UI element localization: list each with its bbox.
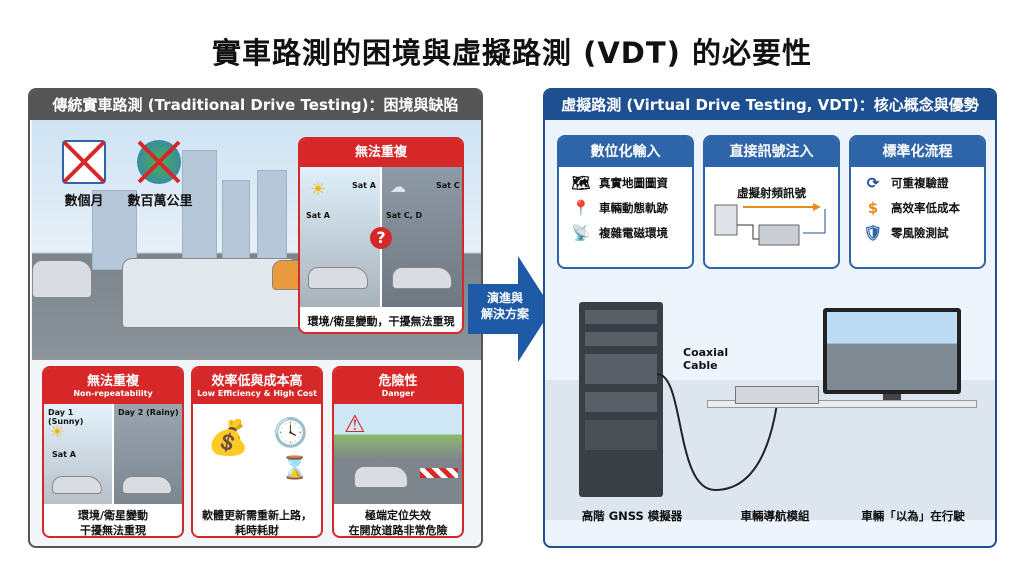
card-caption: 軟體更新需重新上路， (202, 509, 312, 522)
panel-header: 虛擬路測 (Virtual Drive Testing, VDT)：核心概念與優… (545, 90, 995, 120)
monitor (823, 308, 961, 394)
card-item: 高效率低成本 (891, 201, 960, 215)
clock-icon: 🕓 (273, 416, 308, 449)
arrow-label: 演進與 (486, 291, 523, 305)
warning-icon: ⚠ (344, 410, 366, 438)
sun-icon: ☀ (310, 179, 327, 200)
arrow-label: 解決方案 (480, 307, 529, 321)
card-subtitle: Danger (381, 389, 415, 398)
card-title: 標準化流程 (851, 137, 984, 167)
rf-signal-label: 虛擬射頻訊號 (737, 186, 806, 200)
card-caption: 耗時耗財 (235, 524, 279, 537)
sun-icon: ☀ (50, 422, 65, 441)
card-title: 無法重複 (86, 374, 139, 389)
callout-title: 無法重複 (300, 139, 462, 167)
card-subtitle: Low Efficiency & High Cost (197, 389, 317, 398)
day1-label: Day 1 (Sunny) (48, 408, 84, 426)
shield-check-icon: 🛡 (863, 224, 883, 242)
table (707, 400, 977, 408)
cable-label: Coaxial (683, 346, 729, 359)
cable-label: Cable (683, 359, 718, 372)
card-item: 零風險測試 (891, 226, 949, 240)
sat-label: Sat C, D (386, 211, 423, 220)
city-road-scene: 數個月 數百萬公里 無法重複 ☀ Sat A Sat A ☁ Sat C Sat… (32, 120, 481, 360)
signal-injection-diagram (714, 203, 826, 246)
card-digital-input: 數位化輸入 🗺 真實地圖圖資 📍 車輛動態軌跡 📡 複雜電磁環境 (557, 135, 694, 269)
vehicle-driving-label: 車輛「以為」在行駛 (861, 509, 965, 523)
virtual-testing-panel: 虛擬路測 (Virtual Drive Testing, VDT)：核心概念與優… (543, 88, 997, 548)
money-bags-icon: 💰 (207, 418, 250, 458)
hourglass-icon: ⌛ (281, 456, 309, 481)
card-subtitle: Non-repeatability (73, 389, 153, 398)
card-item: 真實地圖圖資 (599, 176, 668, 190)
sat-label: Sat A (306, 211, 330, 220)
antenna-tower-icon: 📡 (571, 224, 591, 242)
card-caption: 環境/衛星變動 (77, 509, 149, 522)
card-item: 車輛動態軌跡 (599, 201, 668, 215)
non-repeatable-callout: 無法重複 ☀ Sat A Sat A ☁ Sat C Sat C, D ? 環境… (298, 137, 464, 334)
sat-label: Sat A (52, 450, 76, 459)
map-icon: 🗺 (571, 174, 591, 192)
coin-hand-icon: $ (867, 199, 879, 217)
months-label: 數個月 (64, 194, 104, 209)
traditional-testing-panel: 傳統實車路測 (Traditional Drive Testing)：困境與缺陷… (28, 88, 483, 548)
navigation-module-label: 車輛導航模組 (740, 509, 810, 523)
card-title: 危險性 (378, 374, 418, 389)
panel-header: 傳統實車路測 (Traditional Drive Testing)：困境與缺陷 (30, 90, 481, 120)
page-title: 實車路測的困境與虛擬路測 (VDT) 的必要性 (212, 36, 812, 70)
question-icon: ? (370, 227, 392, 249)
card-caption: 極端定位失效 (365, 509, 431, 522)
card-title: 效率低與成本高 (211, 374, 303, 389)
route-pin-icon: 📍 (571, 199, 591, 217)
card-item: 可重複驗證 (891, 176, 949, 190)
sat-label: Sat C (436, 181, 460, 190)
card-caption: 在開放道路非常危險 (348, 524, 448, 537)
callout-caption: 環境/衛星變動，干擾無法重現 (307, 315, 455, 328)
globe-crossed-icon (137, 140, 181, 184)
road-barrier (420, 468, 458, 478)
day2-label: Day 2 (Rainy) (118, 408, 179, 417)
gnss-simulator-label: 高階 GNSS 模擬器 (581, 509, 683, 523)
coaxial-cable (656, 373, 780, 492)
million-km-label: 數百萬公里 (127, 194, 193, 209)
card-signal-injection: 直接訊號注入 虛擬射頻訊號 (703, 135, 840, 269)
navigation-module (735, 386, 819, 404)
evolution-arrow: 演進與 解決方案 (468, 256, 552, 362)
card-title: 數位化輸入 (559, 137, 692, 167)
card-standardized-process: 標準化流程 ⟳ 可重複驗證 $ 高效率低成本 🛡 零風險測試 (849, 135, 986, 269)
card-item: 複雜電磁環境 (599, 226, 668, 240)
card-caption: 干擾無法重現 (80, 524, 146, 537)
gnss-simulator-rack (579, 302, 663, 497)
rain-cloud-icon: ☁ (390, 177, 406, 196)
calendar-crossed-icon (62, 140, 106, 184)
card-title: 直接訊號注入 (705, 137, 838, 167)
refresh-icon: ⟳ (866, 174, 880, 192)
sat-label: Sat A (352, 181, 376, 190)
